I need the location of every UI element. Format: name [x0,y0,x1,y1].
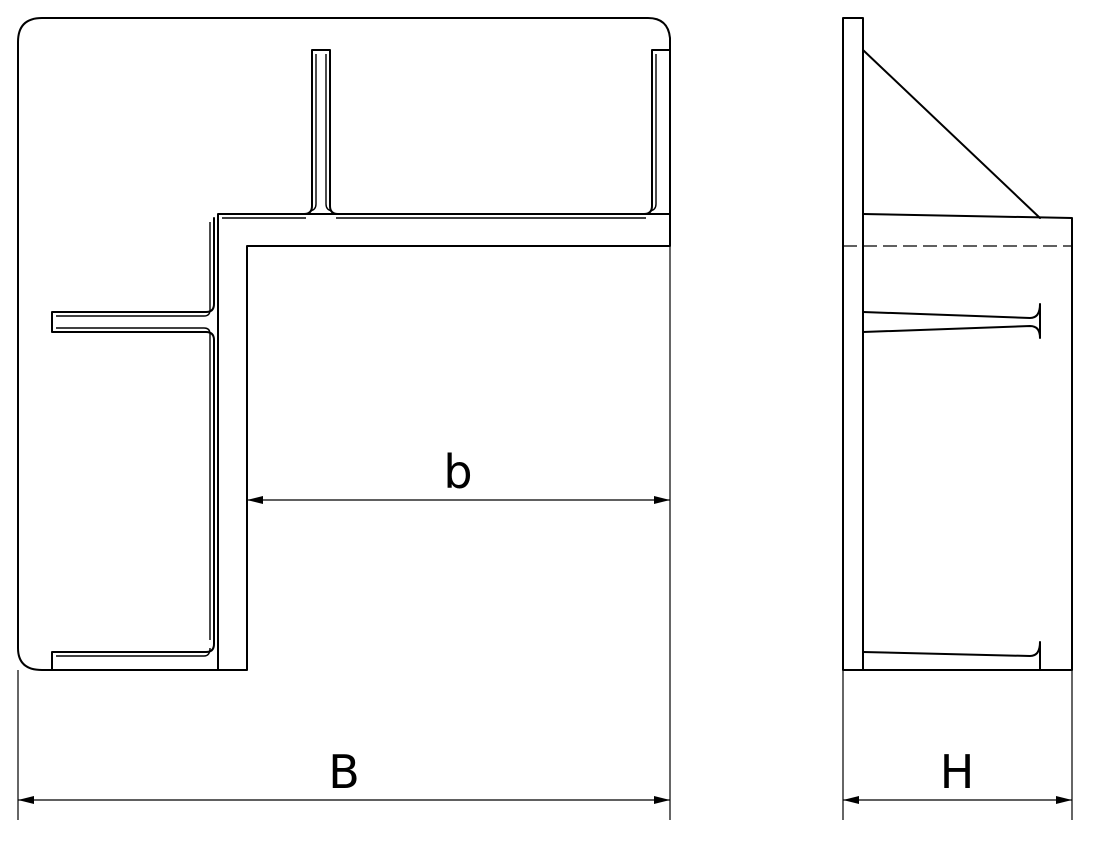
side-back-plate [842,17,864,671]
dimension-B: B [18,745,670,804]
front-view [17,17,671,820]
side-gusset [862,49,1041,219]
side-view [842,17,1073,820]
right-rib-inner [649,54,657,212]
dim-b-arrow-right [654,496,670,504]
dimension-b: b [247,445,670,504]
right-rib [643,49,671,215]
side-body [862,213,1073,671]
dimension-H: H [843,745,1072,804]
front-outer-outline [17,17,671,671]
center-rib-inner [309,54,333,212]
l-frame [217,213,671,671]
left-lower-rib [51,339,219,671]
dim-H-label: H [940,745,975,799]
dim-B-arrow-right [654,796,670,804]
left-upper-rib-inner [56,222,211,640]
dim-H-arrow-left [843,796,859,804]
dim-B-arrow-left [18,796,34,804]
center-rib [303,49,339,215]
dim-H-arrow-right [1056,796,1072,804]
dim-b-arrow-left [247,496,263,504]
side-bottom-rib [862,641,1041,671]
side-mid-rib [862,303,1041,339]
left-lower-rib-inner [56,647,211,657]
dim-b-label: b [443,445,472,499]
left-upper-rib [51,217,215,341]
dim-B-label: B [328,745,360,799]
